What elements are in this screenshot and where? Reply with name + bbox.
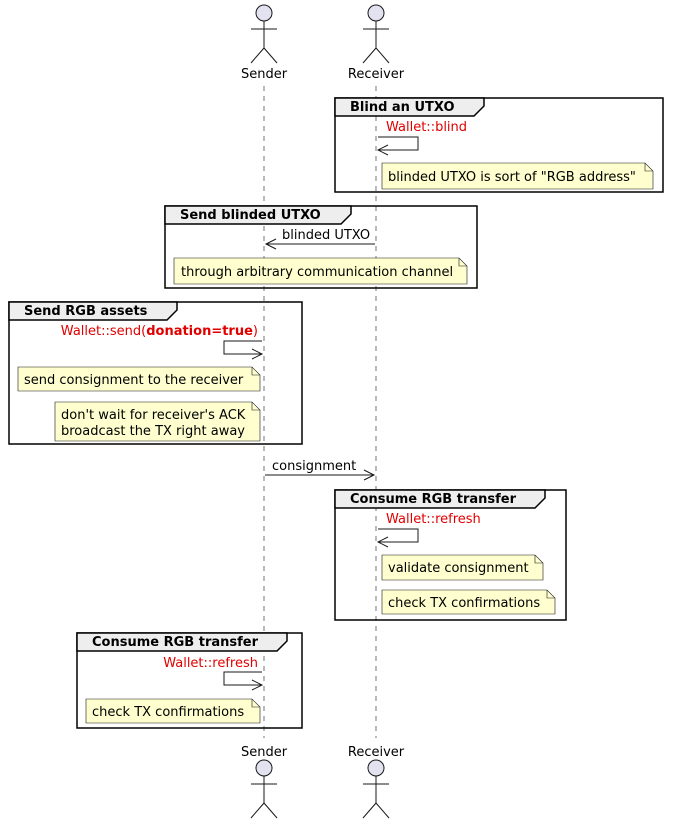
arrow-head bbox=[376, 144, 389, 156]
sender-label-top: Sender bbox=[241, 67, 288, 82]
group-title: Blind an UTXO bbox=[350, 100, 455, 115]
self-arrow bbox=[378, 136, 419, 151]
arrow-head bbox=[376, 536, 389, 548]
group-title: Send blinded UTXO bbox=[180, 208, 321, 223]
self-arrow bbox=[223, 671, 262, 686]
sender-label-bottom: Sender bbox=[241, 745, 288, 760]
note-send: send consignment to the receiver bbox=[17, 366, 261, 392]
svg-text:blinded UTXO is sort of "RGB a: blinded UTXO is sort of "RGB address" bbox=[388, 170, 636, 185]
svg-text:validate consignment: validate consignment bbox=[388, 561, 529, 576]
group-consume-rgb-transfer-sender: Consume RGB transfer bbox=[76, 632, 303, 729]
note-receiver-confirmations: check TX confirmations bbox=[381, 589, 556, 615]
arrow-head bbox=[251, 679, 264, 691]
note-validate: validate consignment bbox=[381, 554, 544, 581]
sender-actor-icon bbox=[250, 4, 278, 64]
message-consignment: consignment bbox=[272, 459, 356, 474]
arrow-head bbox=[363, 469, 376, 481]
group-title: Send RGB assets bbox=[24, 304, 148, 319]
note-sender-confirmations: check TX confirmations bbox=[85, 698, 261, 724]
receiver-actor-icon bbox=[362, 759, 390, 819]
message-send-call: Wallet::send(donation=true) bbox=[61, 324, 258, 339]
group-title: Consume RGB transfer bbox=[92, 635, 259, 650]
self-arrow bbox=[223, 340, 262, 355]
arrow-head bbox=[264, 238, 277, 250]
receiver-label-top: Receiver bbox=[348, 67, 405, 82]
arrow-head bbox=[251, 348, 264, 360]
receiver-actor-icon bbox=[362, 4, 390, 64]
self-arrow bbox=[378, 528, 419, 543]
svg-text:don't wait for receiver's ACK: don't wait for receiver's ACK bbox=[61, 408, 246, 423]
message-blind-call: Wallet::blind bbox=[386, 120, 467, 135]
svg-text:through arbitrary communicatio: through arbitrary communication channel bbox=[181, 265, 453, 280]
note-ack: don't wait for receiver's ACK broadcast … bbox=[54, 401, 261, 442]
message-sender-refresh: Wallet::refresh bbox=[163, 656, 258, 671]
sender-actor-icon bbox=[250, 759, 278, 819]
message-receiver-refresh: Wallet::refresh bbox=[386, 512, 481, 527]
svg-text:broadcast the TX right away: broadcast the TX right away bbox=[61, 424, 245, 439]
note-channel: through arbitrary communication channel bbox=[173, 257, 468, 285]
receiver-label-bottom: Receiver bbox=[348, 745, 405, 760]
group-send-blinded-utxo: Send blinded UTXO bbox=[164, 205, 478, 289]
group-consume-rgb-transfer-receiver: Consume RGB transfer bbox=[334, 489, 567, 621]
svg-text:check TX confirmations: check TX confirmations bbox=[388, 596, 540, 611]
group-blind-utxo: Blind an UTXO bbox=[334, 97, 664, 193]
svg-text:send consignment to the receiv: send consignment to the receiver bbox=[24, 373, 244, 388]
message-blinded-utxo: blinded UTXO bbox=[282, 228, 370, 243]
note-blind: blinded UTXO is sort of "RGB address" bbox=[381, 162, 654, 190]
group-send-rgb-assets: Send RGB assets bbox=[8, 301, 303, 445]
svg-text:check TX confirmations: check TX confirmations bbox=[92, 705, 244, 720]
group-title: Consume RGB transfer bbox=[350, 492, 517, 507]
